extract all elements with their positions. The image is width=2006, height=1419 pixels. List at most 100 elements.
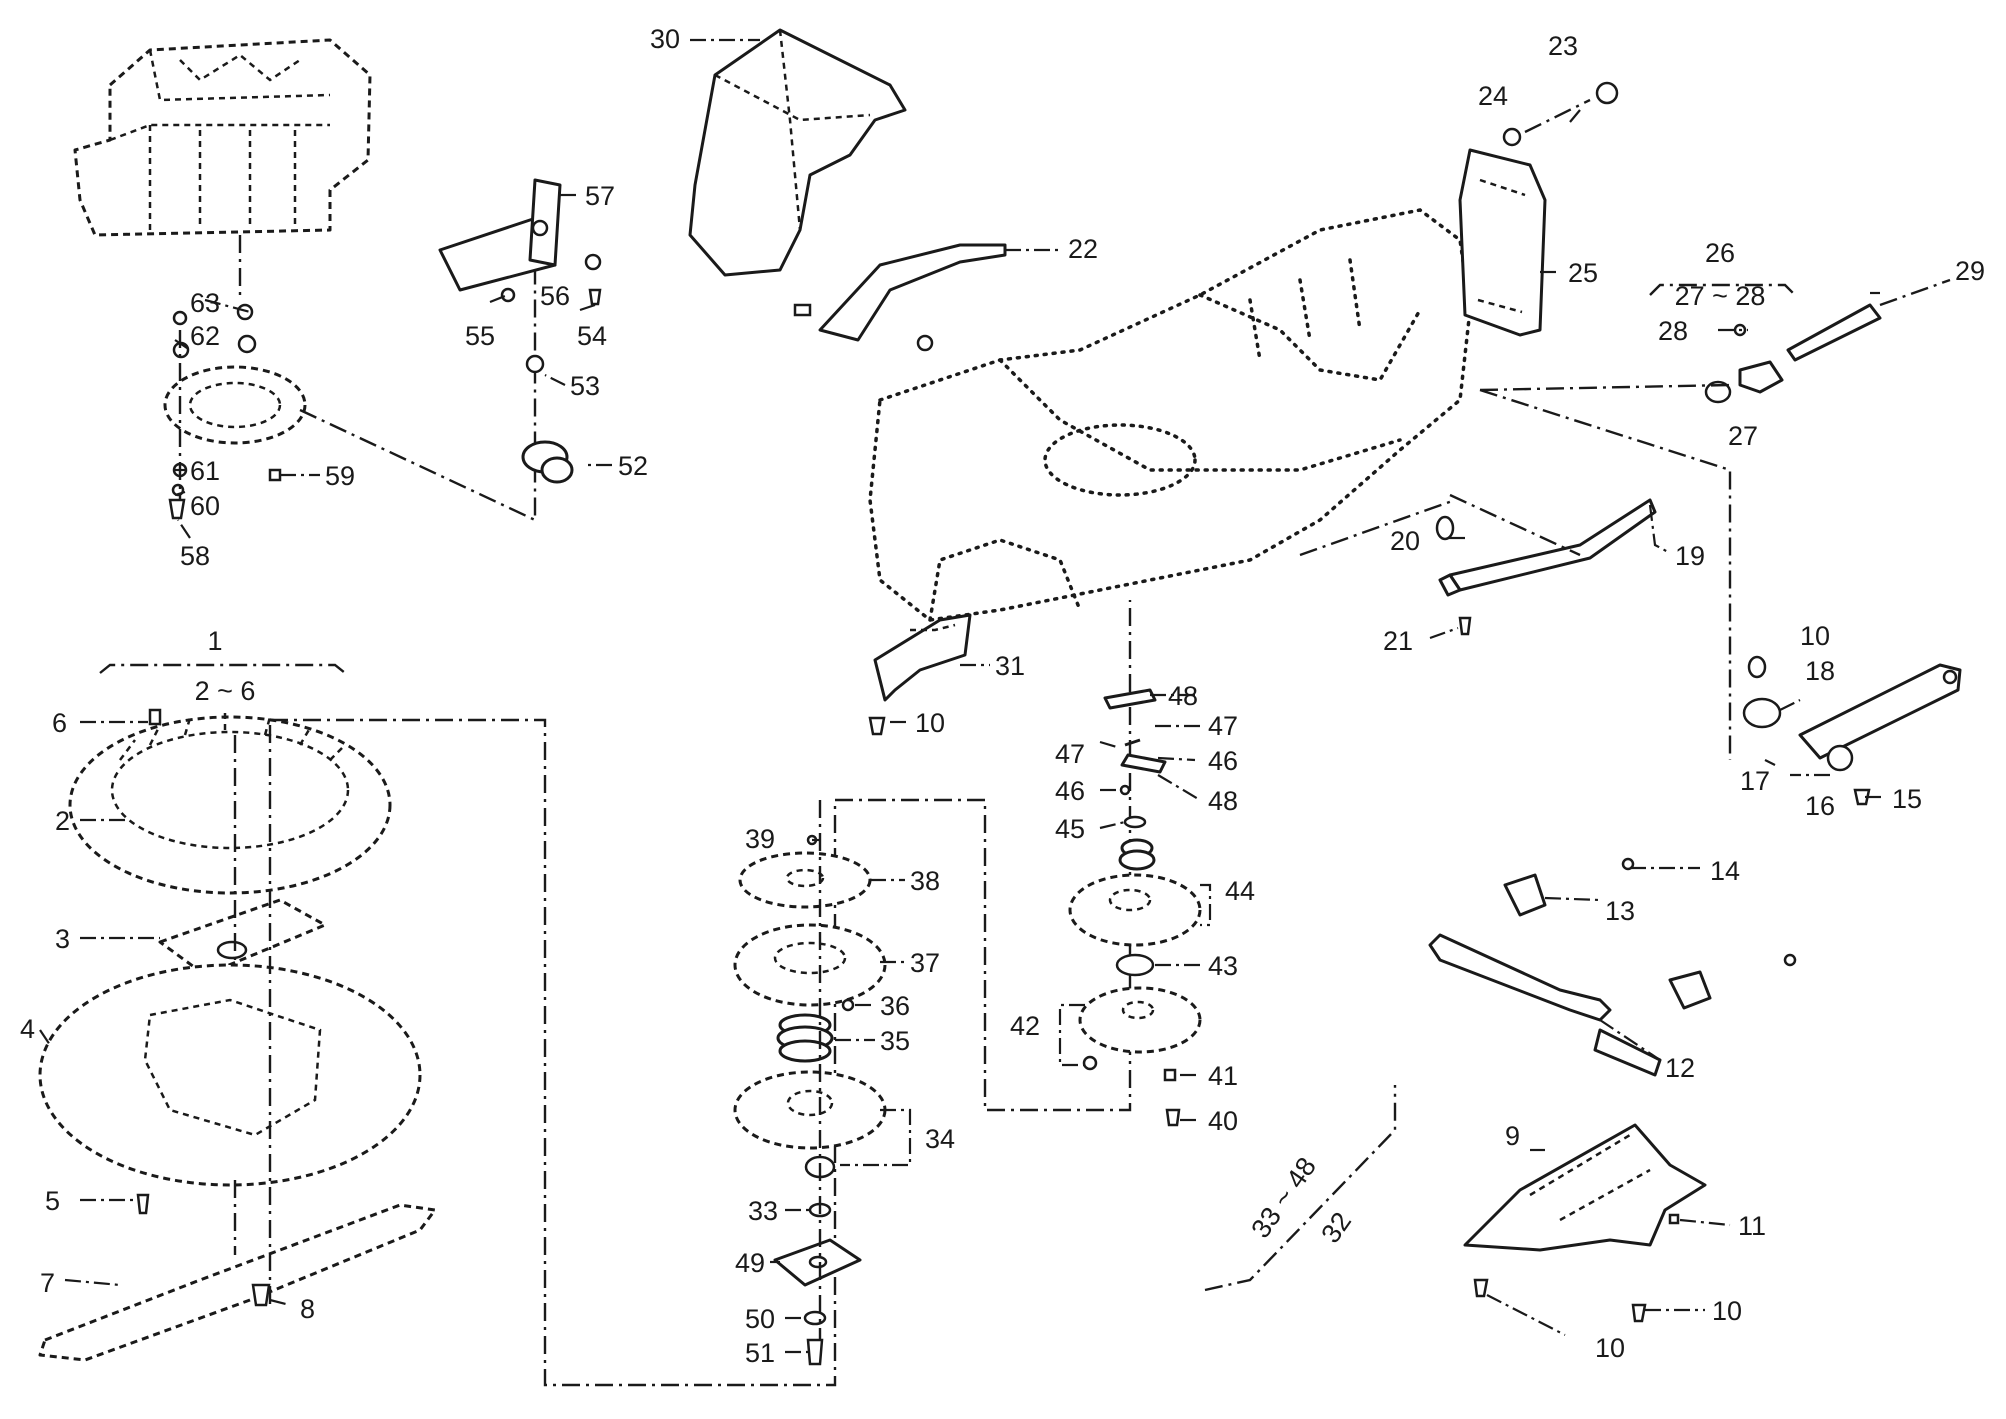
label-3: 3 [55, 924, 70, 954]
pin-42 [1082, 1055, 1098, 1071]
label-6: 6 [52, 708, 67, 738]
label-63: 63 [190, 288, 220, 318]
label-24: 24 [1478, 81, 1508, 111]
washer-50 [803, 1310, 827, 1326]
label-53: 53 [570, 371, 600, 401]
fastener-54 [588, 288, 602, 306]
label-35: 35 [880, 1026, 910, 1056]
label-37: 37 [910, 948, 940, 978]
fastener-56 [584, 253, 602, 271]
fastener-63 [236, 303, 254, 321]
label-62: 62 [190, 321, 220, 351]
label-7: 7 [40, 1268, 55, 1298]
clutch-plate-37 [733, 923, 887, 1007]
label-2: 2 [55, 806, 70, 836]
clutch-disc-38 [738, 851, 872, 909]
label-56: 56 [540, 281, 570, 311]
mower-deck [868, 208, 1472, 622]
label-12: 12 [1665, 1053, 1695, 1083]
label-61: 61 [190, 456, 220, 486]
washer-16 [1826, 744, 1854, 772]
label-60: 60 [190, 491, 220, 521]
label-16: 16 [1805, 791, 1835, 821]
label-9: 9 [1505, 1121, 1520, 1151]
pin-36 [841, 998, 855, 1012]
fastener-23 [1595, 81, 1619, 105]
rear-flap [1458, 148, 1547, 337]
label-22: 22 [1068, 234, 1098, 264]
fastener-10-right [1631, 1303, 1647, 1323]
label-27: 27 [1728, 421, 1758, 451]
label-58: 58 [180, 541, 210, 571]
fastener-24 [1502, 127, 1522, 147]
label-33: 33 [748, 1196, 778, 1226]
blade-bar-12 [1428, 933, 1662, 1077]
label-15: 15 [1892, 784, 1922, 814]
label-5: 5 [45, 1186, 60, 1216]
label-18: 18 [1805, 656, 1835, 686]
fastener-40 [1165, 1108, 1181, 1127]
fastener-55 [500, 287, 516, 303]
label-33-48: 33 ~ 48 [1245, 1152, 1322, 1244]
label-48-top: 48 [1168, 681, 1198, 711]
pulley-44 [1068, 873, 1202, 947]
deflector-22 [793, 243, 1007, 352]
fastener-62 [237, 334, 257, 354]
blade-plate-3 [158, 898, 327, 977]
fastener-11 [1668, 1213, 1680, 1225]
label-36: 36 [880, 991, 910, 1021]
fastener-10-left [1473, 1278, 1489, 1298]
cap-13-b [1668, 970, 1712, 1010]
blade-adapter-fan-2 [68, 712, 392, 895]
bolt-8 [251, 1283, 271, 1307]
fastener-53 [525, 354, 545, 374]
label-10-guard-right: 10 [1712, 1296, 1742, 1326]
label-39: 39 [745, 824, 775, 854]
label-55: 55 [465, 321, 495, 351]
label-48-bottom: 48 [1208, 786, 1238, 816]
washer-43 [1115, 953, 1155, 977]
washer-45 [1123, 815, 1147, 829]
fastener-46-left [1119, 784, 1131, 796]
label-59: 59 [325, 461, 355, 491]
cable-clamp-52 [521, 440, 574, 484]
front-guard-31 [873, 613, 972, 702]
label-47-right: 47 [1208, 711, 1238, 741]
label-26: 26 [1705, 238, 1735, 268]
fastener-20 [1435, 515, 1455, 541]
label-50: 50 [745, 1304, 775, 1334]
brake-disc-34 [733, 1070, 887, 1150]
fastener-58 [168, 498, 186, 520]
label-25: 25 [1568, 258, 1598, 288]
throttle-bracket [438, 178, 562, 292]
label-27-28: 27 ~ 28 [1675, 281, 1766, 311]
label-49: 49 [735, 1248, 765, 1278]
blade-7 [38, 1203, 437, 1362]
hub-42 [1078, 986, 1202, 1054]
label-47-left: 47 [1055, 739, 1085, 769]
label-21: 21 [1383, 626, 1413, 656]
height-adjuster-rod [1738, 303, 1882, 394]
spring-35 [776, 1013, 834, 1063]
label-44: 44 [1225, 876, 1255, 906]
label-42: 42 [1010, 1011, 1040, 1041]
wheel-arm-17 [1798, 663, 1962, 760]
label-1: 1 [207, 626, 222, 656]
leader-lines [39, 38, 1885, 1354]
front-guard-9 [1463, 1123, 1707, 1252]
engine [73, 38, 372, 300]
keys-47-48 [1103, 688, 1167, 774]
fastener-14-b [1783, 953, 1797, 967]
fastener-27 [1704, 380, 1732, 404]
fastener-59 [268, 468, 282, 482]
fastener-6 [148, 708, 162, 726]
label-46-left: 46 [1055, 776, 1085, 806]
label-23: 23 [1548, 31, 1578, 61]
label-34: 34 [925, 1124, 955, 1154]
label-20: 20 [1390, 526, 1420, 556]
label-10-arm: 10 [1800, 621, 1830, 651]
label-46-right: 46 [1208, 746, 1238, 776]
spacer-18 [1742, 697, 1782, 729]
label-4: 4 [20, 1014, 35, 1044]
